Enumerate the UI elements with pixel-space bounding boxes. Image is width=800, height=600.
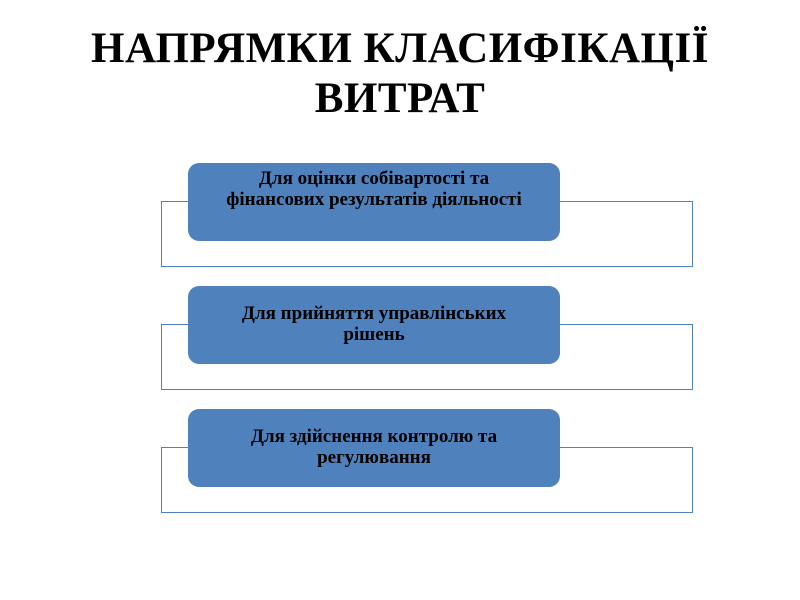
diagram-item-cost-assessment: Для оцінки собівартості та фінансових ре… — [0, 163, 800, 273]
diagram-item-control-regulation: Для здійснення контролю та регулювання — [0, 409, 800, 519]
diagram-item-header: Для здійснення контролю та регулювання — [188, 409, 560, 487]
diagram-item-header: Для оцінки собівартості та фінансових ре… — [188, 163, 560, 241]
slide-title: НАПРЯМКИ КЛАСИФІКАЦІЇ ВИТРАТ — [91, 25, 709, 122]
diagram-item-management-decisions: Для прийняття управлінських рішень — [0, 286, 800, 396]
diagram-item-label: Для прийняття управлінських рішень — [241, 303, 507, 345]
diagram-item-label: Для оцінки собівартості та фінансових ре… — [226, 168, 522, 210]
diagram-item-label: Для здійснення контролю та регулювання — [250, 426, 498, 468]
diagram-item-header: Для прийняття управлінських рішень — [188, 286, 560, 364]
